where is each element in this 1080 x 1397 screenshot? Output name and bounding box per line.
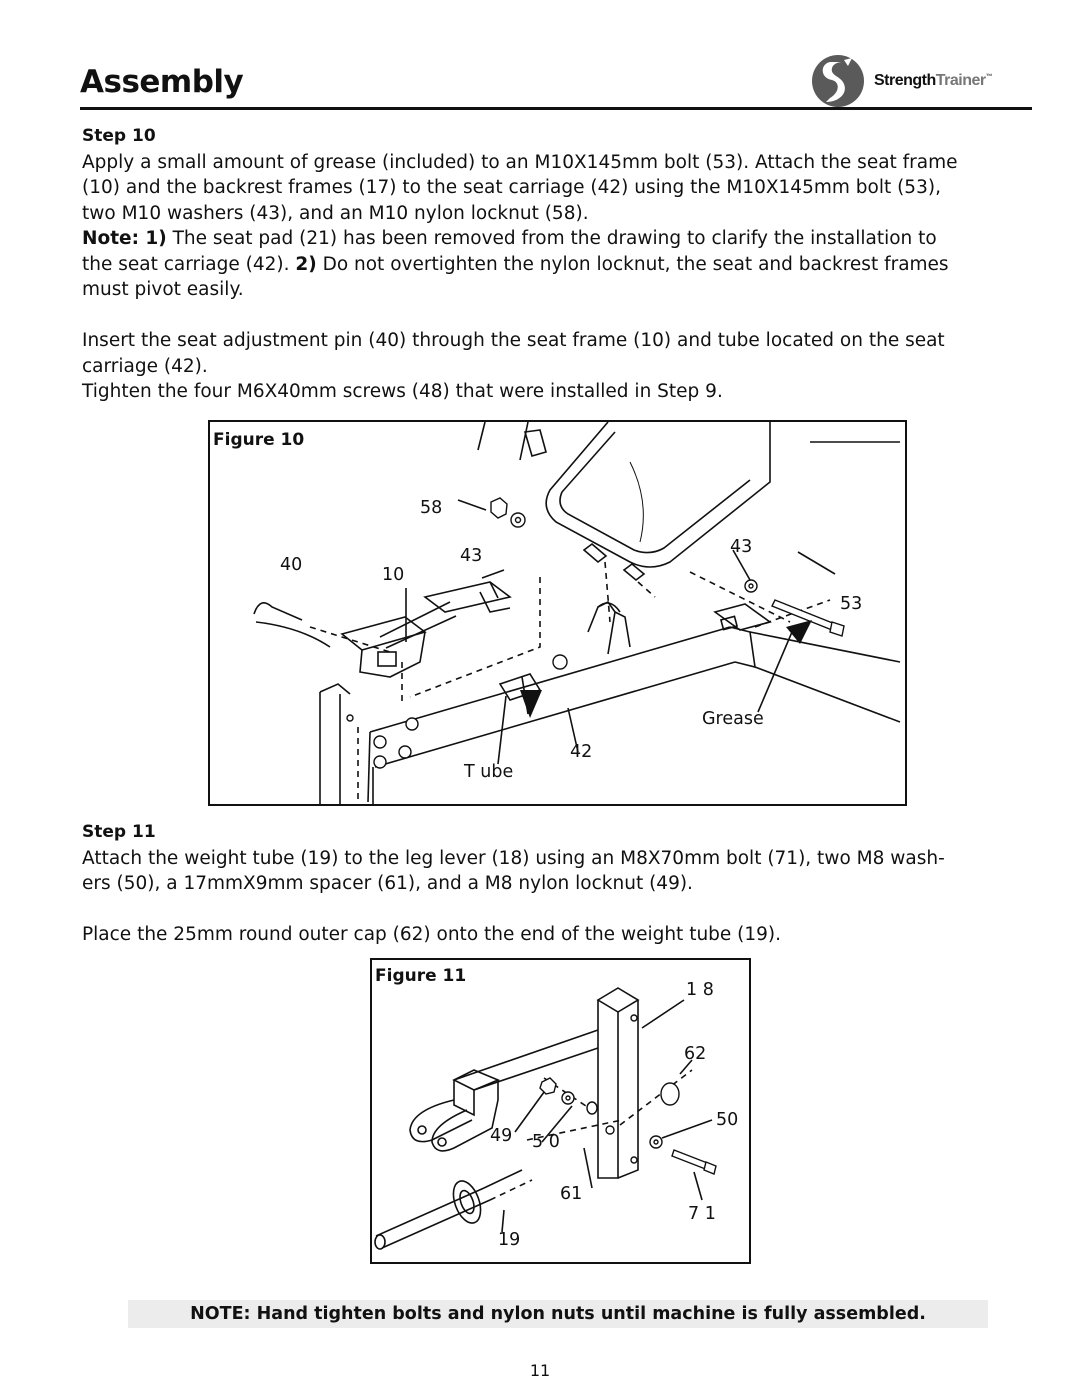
fig11-callout-61: 61 <box>560 1184 583 1204</box>
step11-para1-line2: ers (50), a 17mmX9mm spacer (61), and a … <box>82 873 693 894</box>
step10-note-line1: Note: 1) The seat pad (21) has been remo… <box>82 226 1042 252</box>
spacer <box>82 897 1042 923</box>
fig10-callout-tube: T ube <box>464 762 514 782</box>
figure10-box: Figure 10 <box>208 420 907 806</box>
logo-trademark: ™ <box>985 73 993 81</box>
note-label: Note: 1) <box>82 228 167 249</box>
logo-emblem-icon <box>812 55 864 107</box>
note-label-2: 2) <box>295 253 317 275</box>
step10-para2-line2: carriage (42). <box>82 355 208 377</box>
fig10-callout-43a: 43 <box>460 546 483 566</box>
step11-para2: Place the 25mm round outer cap (62) onto… <box>82 924 782 945</box>
fig11-callout-50b: 5 0 <box>532 1132 560 1152</box>
step10-para3: Tighten the four M6X40mm screws (48) tha… <box>82 381 723 402</box>
figure10-label: Figure 10 <box>213 430 305 450</box>
spacer <box>82 303 1042 329</box>
logo-word-trainer: Trainer <box>935 72 986 89</box>
step10-para1-line3: two M10 washers (43), and an M10 nylon l… <box>82 202 589 224</box>
step10-para1-line1: Apply a small amount of grease (included… <box>82 151 958 173</box>
figure11-label: Figure 11 <box>375 966 467 986</box>
fig11-callout-50a: 50 <box>716 1110 739 1130</box>
fig11-callout-71: 7 1 <box>688 1204 716 1224</box>
fig11-callout-49: 49 <box>490 1126 513 1146</box>
logo-word-strength: Strength <box>874 72 936 89</box>
note-text-2b: Do not overtighten the nylon locknut, th… <box>316 253 949 275</box>
fig10-callout-43b: 43 <box>730 537 753 557</box>
step10-heading: Step 10 <box>82 126 156 146</box>
page-number: 11 <box>529 1361 551 1380</box>
step10-para2-line1: Insert the seat adjustment pin (40) thro… <box>82 330 945 351</box>
fig11-callout-18: 1 8 <box>686 980 714 1000</box>
fig10-callout-53: 53 <box>840 594 863 614</box>
figure11-box: Figure 11 <box>370 958 751 1264</box>
fig10-callout-10: 10 <box>382 565 405 585</box>
assembly-note-banner: NOTE: Hand tighten bolts and nylon nuts … <box>128 1300 988 1328</box>
step11-para1-line1: Attach the weight tube (19) to the leg l… <box>82 847 945 869</box>
fig10-callout-grease: Grease <box>702 709 764 729</box>
step10-note-line2: the seat carriage (42). 2) Do not overti… <box>82 252 1042 278</box>
figure10-drawing <box>253 422 901 804</box>
strength-trainer-logo: StrengthTrainer™ <box>808 52 1038 110</box>
logo-wordmark: StrengthTrainer™ <box>874 72 993 90</box>
fig10-callout-42: 42 <box>570 742 593 762</box>
note-text-1: The seat pad (21) has been removed from … <box>166 228 937 249</box>
note-text-2a: the seat carriage (42). <box>82 253 296 275</box>
fig11-callout-19: 19 <box>498 1230 521 1250</box>
header-rule <box>80 107 1032 110</box>
step10-section: Step 10 Apply a small amount of grease (… <box>82 124 1042 405</box>
figure11-drawing <box>374 987 717 1250</box>
fig10-callout-40: 40 <box>280 555 303 575</box>
fig10-callout-58: 58 <box>420 498 443 518</box>
step11-section: Step 11 Attach the weight tube (19) to t… <box>82 820 1042 948</box>
step10-para1-line2: (10) and the backrest frames (17) to the… <box>82 177 941 198</box>
page-title: Assembly <box>80 64 244 100</box>
step10-note-line3: must pivot easily. <box>82 279 244 300</box>
step11-heading: Step 11 <box>82 822 156 842</box>
fig11-callout-62: 62 <box>684 1044 707 1064</box>
